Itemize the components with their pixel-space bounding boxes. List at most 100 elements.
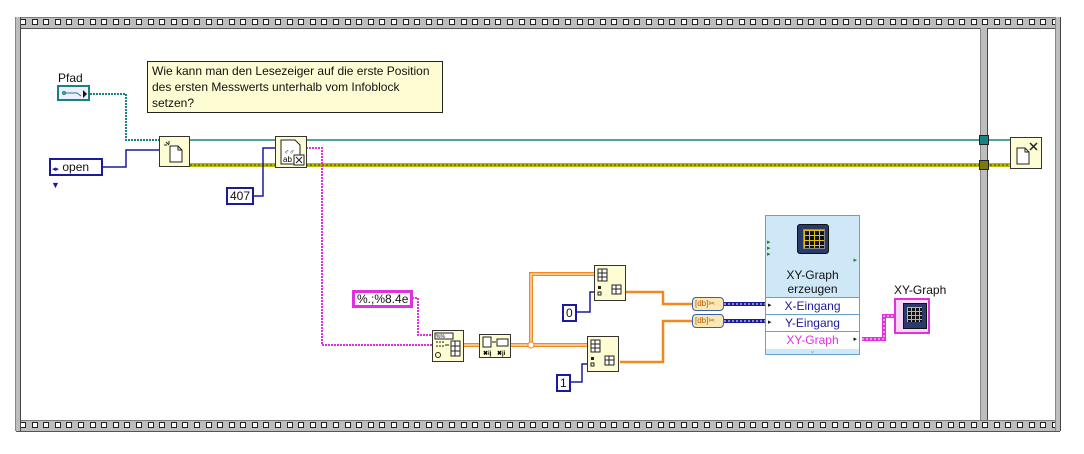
film-hole	[935, 422, 942, 428]
film-hole	[286, 422, 293, 428]
film-hole	[599, 422, 606, 428]
convert-to-dynamic-data-x[interactable]: [db]✂	[692, 297, 724, 311]
open-mode-wire	[102, 149, 160, 168]
film-hole	[367, 19, 374, 25]
film-hole	[622, 19, 629, 25]
convert-to-dynamic-data-y[interactable]: [db]✂	[692, 314, 724, 328]
film-hole	[205, 19, 212, 25]
film-hole	[854, 19, 861, 25]
film-hole	[982, 19, 989, 25]
path-icon	[62, 90, 87, 98]
film-hole	[773, 422, 780, 428]
film-hole	[634, 422, 641, 428]
format-string-constant[interactable]: %.;%8.4e	[352, 290, 414, 308]
film-hole	[750, 19, 757, 25]
film-hole	[727, 422, 734, 428]
film-hole	[866, 422, 873, 428]
film-hole	[437, 422, 444, 428]
film-hole	[263, 422, 270, 428]
open-file-icon	[164, 141, 183, 163]
film-hole	[472, 422, 479, 428]
film-hole	[959, 422, 966, 428]
film-hole	[819, 422, 826, 428]
film-hole	[935, 19, 942, 25]
film-hole	[843, 19, 850, 25]
film-hole	[228, 19, 235, 25]
terminal-xy-graph[interactable]: XY-Graph▸	[766, 331, 859, 349]
close-file-node[interactable]	[1010, 137, 1042, 169]
film-hole	[704, 19, 711, 25]
spreadsheet-string-to-array-icon: %%	[434, 332, 461, 358]
string-wire	[306, 147, 432, 346]
film-hole	[379, 19, 386, 25]
film-hole	[228, 422, 235, 428]
film-hole	[437, 19, 444, 25]
sequence-top-border	[16, 17, 1060, 29]
index-1-constant[interactable]: 1	[556, 374, 571, 392]
film-hole	[970, 19, 977, 25]
terminal-y-eingang[interactable]: ▸Y-Eingang	[766, 314, 859, 332]
film-hole	[251, 19, 258, 25]
film-hole	[135, 19, 142, 25]
film-hole	[912, 422, 919, 428]
film-hole	[495, 19, 502, 25]
open-file-node[interactable]	[159, 136, 190, 167]
terminal-x-eingang[interactable]: ▸X-Eingang	[766, 297, 859, 315]
spreadsheet-string-to-array-node[interactable]: %%	[432, 330, 464, 362]
index-array-node-1[interactable]	[587, 336, 619, 372]
xy-graph-indicator[interactable]	[894, 298, 930, 334]
film-hole	[866, 19, 873, 25]
xy-graph-icon	[903, 303, 927, 329]
output-terminal-arrow: ▸	[853, 257, 857, 264]
xy-graph-express-vi[interactable]: ▸▸▸ ▸ XY-Graph erzeugen ▸X-Eingang ▸Y-Ei…	[765, 215, 860, 355]
dropdown-arrow-icon: ▼	[51, 180, 60, 190]
film-hole	[182, 422, 189, 428]
film-hole	[460, 19, 467, 25]
enum-increment-icon: ◂▸	[52, 166, 60, 173]
x-array-wire	[626, 290, 692, 306]
sequence-bottom-border	[16, 420, 1060, 432]
sequence-left-border	[15, 17, 21, 431]
film-hole	[924, 19, 931, 25]
xy-graph-express-icon	[797, 224, 829, 254]
film-hole	[564, 422, 571, 428]
film-hole	[101, 422, 108, 428]
film-hole	[762, 19, 768, 25]
film-hole	[553, 19, 560, 25]
expand-chevron-icon[interactable]: ⌄	[809, 346, 816, 355]
film-hole	[912, 19, 919, 25]
film-hole	[576, 19, 583, 25]
film-hole	[727, 19, 734, 25]
open-mode-enum[interactable]: ◂▸ open ▼	[49, 158, 103, 190]
read-text-file-node[interactable]: ♂♂ab	[275, 136, 307, 168]
film-hole	[379, 422, 386, 428]
film-hole	[321, 422, 328, 428]
film-hole	[831, 422, 838, 428]
film-hole	[77, 19, 84, 25]
film-hole	[333, 422, 340, 428]
transpose-array-node[interactable]: ✖ij✖ji	[479, 334, 511, 358]
byte-count-constant[interactable]: 407	[226, 187, 255, 205]
film-hole	[263, 19, 270, 25]
film-hole	[344, 422, 351, 428]
index-0-constant[interactable]: 0	[562, 304, 577, 322]
film-hole	[993, 422, 1000, 428]
index0-wire	[574, 291, 595, 313]
film-hole	[1017, 19, 1024, 25]
error-tunnel	[979, 160, 989, 170]
index-array-node-0[interactable]	[594, 265, 626, 301]
film-hole	[43, 422, 50, 428]
film-hole	[831, 19, 838, 25]
film-hole	[982, 422, 989, 428]
film-hole	[738, 422, 745, 428]
film-hole	[785, 19, 792, 25]
film-hole	[646, 19, 653, 25]
film-hole	[101, 19, 108, 25]
path-control[interactable]	[57, 85, 90, 101]
index-array-icon	[597, 268, 622, 296]
film-hole	[205, 422, 212, 428]
film-hole	[1040, 19, 1047, 25]
svg-text:✖ji: ✖ji	[497, 350, 506, 357]
index-array-icon	[590, 339, 615, 367]
film-hole	[796, 422, 803, 428]
